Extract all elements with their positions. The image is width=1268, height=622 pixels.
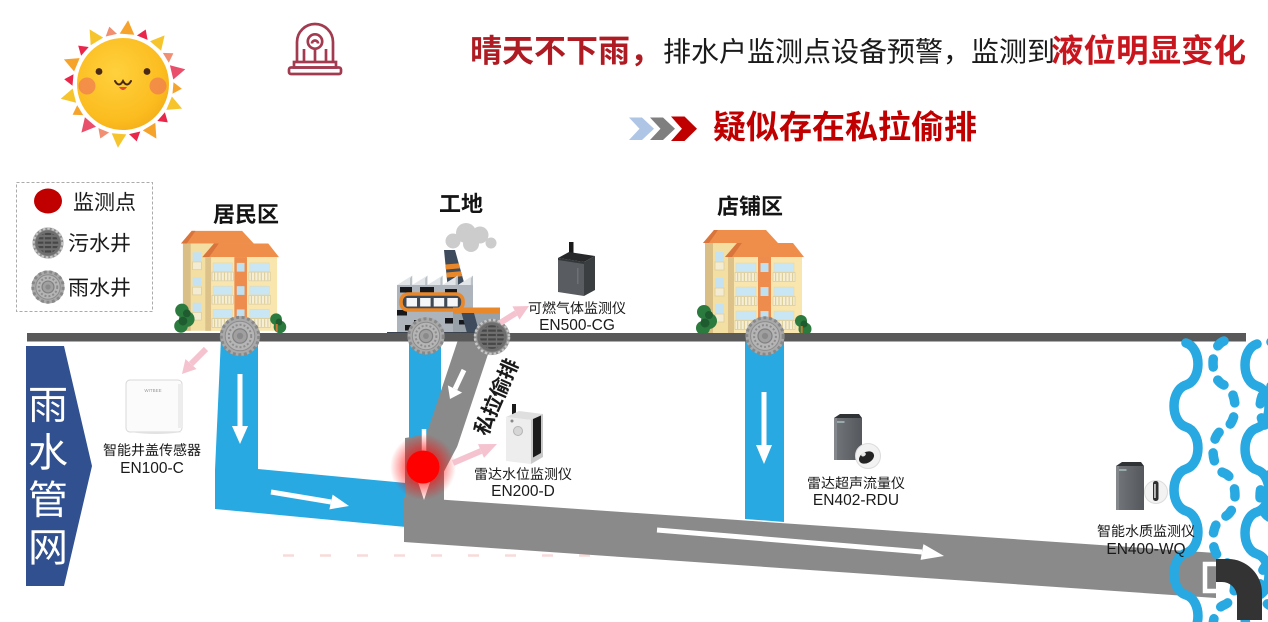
- svg-text:EN500-CG: EN500-CG: [539, 317, 615, 334]
- svg-text:EN400-WQ: EN400-WQ: [1106, 541, 1185, 558]
- svg-text:EN402-RDU: EN402-RDU: [813, 492, 899, 509]
- svg-text:EN200-D: EN200-D: [491, 483, 555, 500]
- svg-text:EN100-C: EN100-C: [120, 460, 184, 477]
- svg-text:WITBEE: WITBEE: [144, 388, 161, 393]
